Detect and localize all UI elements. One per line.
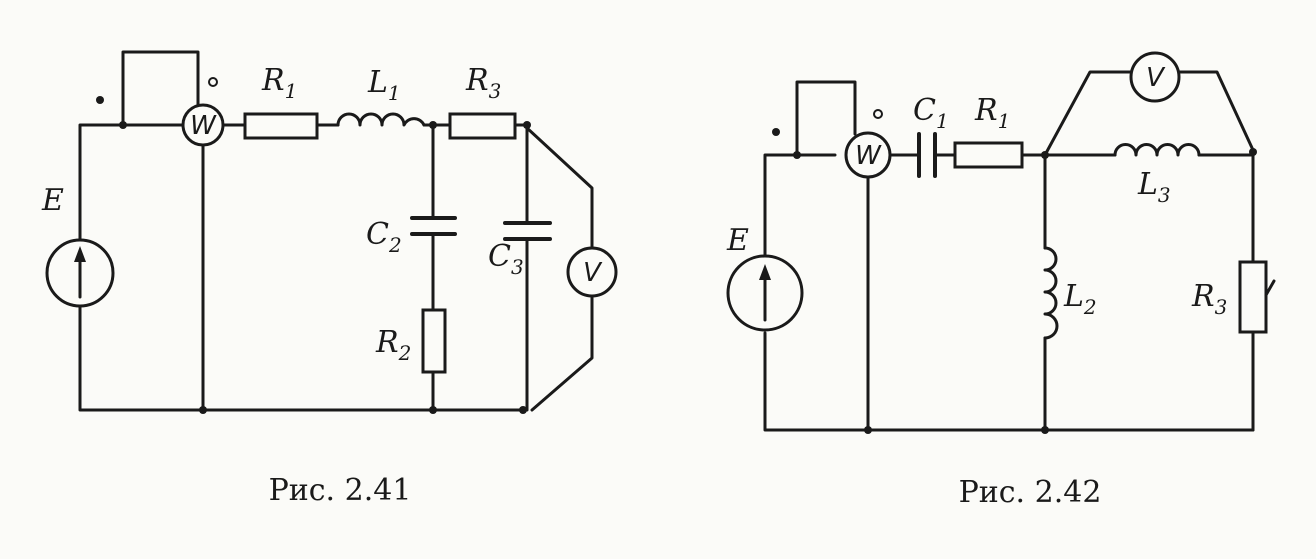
label-c1: C1	[913, 93, 949, 133]
junction-dot	[429, 406, 437, 414]
wattmeter-circle	[844, 131, 892, 179]
rheostat-slider-icon	[1264, 279, 1276, 297]
resistor-r1	[243, 112, 319, 140]
polarity-dot-right	[873, 109, 883, 119]
label-e: E	[41, 183, 64, 218]
junction-dot	[793, 151, 801, 159]
wire-voltmeter	[525, 126, 594, 412]
wattmeter-label: W	[190, 111, 217, 141]
junction-dot	[1041, 151, 1049, 159]
junction-dot	[523, 121, 531, 129]
caption-fig-2-41: Рис. 2.41	[269, 473, 412, 508]
polarity-dot-right	[208, 77, 218, 87]
label-l2: L2	[1063, 279, 1097, 319]
capacitor-c2	[410, 216, 457, 236]
polarity-dot-left	[772, 128, 780, 136]
label-c2: C2	[366, 217, 402, 257]
inductor-l1	[336, 112, 426, 127]
label-l1: L1	[367, 65, 401, 105]
caption-fig-2-42: Рис. 2.42	[959, 475, 1102, 510]
junction-dot	[119, 121, 127, 129]
junction-dot	[1249, 148, 1257, 156]
capacitor-c1	[917, 132, 937, 178]
label-e: E	[726, 223, 749, 258]
wire-left-loop	[763, 153, 1255, 432]
junction-dot	[864, 426, 872, 434]
resistor-r2	[421, 308, 447, 374]
label-c3: C3	[488, 239, 524, 279]
voltmeter-circle	[1129, 51, 1181, 103]
resistor-r3	[1238, 260, 1268, 334]
wire-voltmeter	[1043, 70, 1255, 157]
voltmeter-label: V	[1146, 63, 1166, 93]
wattmeter-label: W	[855, 141, 882, 171]
label-r3: R3	[465, 63, 501, 103]
label-r1: R1	[261, 63, 297, 103]
circuit-2-41: W V E R1 L1 R3 C2 C3 R2	[41, 50, 618, 508]
label-r3: R3	[1191, 279, 1227, 319]
junction-dot	[1041, 426, 1049, 434]
junction-dots	[793, 148, 1257, 434]
voltmeter-label: V	[583, 258, 603, 288]
wire-wattmeter-voltage-coil	[121, 50, 200, 127]
junction-dots	[119, 121, 531, 414]
wire-wattmeter-voltage-coil	[795, 80, 857, 157]
wire-left-loop	[78, 123, 525, 412]
source-e-arrowhead	[74, 246, 86, 262]
label-r1: R1	[974, 93, 1010, 133]
circuit-2-42: W V E C1 R1 L3 L2 R3 Рис. 2.42	[726, 51, 1276, 510]
resistor-r3	[448, 112, 517, 140]
junction-dot	[519, 406, 527, 414]
label-r2: R2	[375, 325, 411, 365]
polarity-dot-left	[96, 96, 104, 104]
wattmeter-circle	[181, 103, 225, 147]
resistor-r1	[953, 141, 1024, 169]
junction-dot	[429, 121, 437, 129]
voltmeter-circle	[566, 246, 618, 298]
junction-dot	[199, 406, 207, 414]
label-l3: L3	[1137, 167, 1171, 207]
inductor-l3	[1113, 143, 1201, 157]
source-e-arrowhead	[759, 264, 771, 280]
inductor-l2	[1043, 246, 1059, 340]
capacitor-c3	[503, 221, 552, 241]
